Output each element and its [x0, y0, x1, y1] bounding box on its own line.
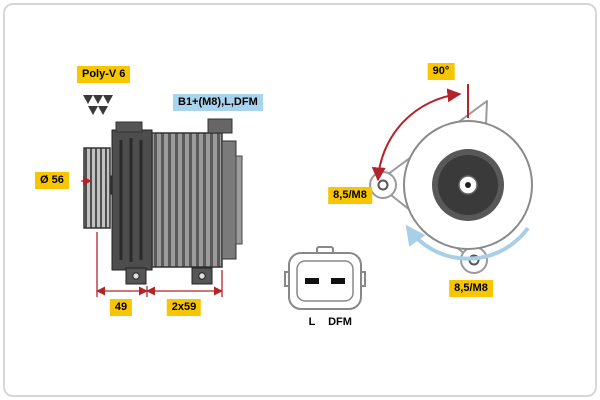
connector-pin-dfm-label: DFM: [328, 316, 352, 328]
front-top-lug: [115, 121, 143, 133]
dimension-lines: [81, 176, 223, 297]
dim-2x59-label: 2x59: [166, 299, 202, 316]
connector-pin-l: [305, 278, 319, 284]
mount-angle-label: 90°: [427, 63, 455, 80]
pulley-diameter-label: Ø 56: [35, 172, 69, 189]
rear-bracket: [221, 140, 237, 260]
connector-inner: [296, 260, 354, 302]
connector-pin-dfm: [331, 278, 345, 284]
rotation-direction-arrow: [405, 224, 530, 261]
connector-view: [284, 246, 366, 310]
alternator-side-view: [83, 95, 243, 285]
belt-type-label: Poly-V 6: [77, 66, 131, 83]
rear-cover: [235, 155, 243, 245]
mount-hole-left: [377, 179, 389, 191]
alternator-end-view: [369, 84, 533, 274]
terminal-spec-label: B1+(M8),L,DFM: [173, 94, 263, 111]
mount-hole-left-label: 8,5/M8: [328, 187, 372, 204]
pulley: [83, 147, 111, 229]
poly-v-belt-icon: [83, 95, 113, 115]
dim-49-label: 49: [109, 299, 133, 316]
stator-body: [151, 132, 223, 268]
angle-arc-90: [371, 88, 462, 182]
connector-pin-l-label: L: [308, 316, 316, 328]
mount-hole-bottom-label: 8,5/M8: [449, 280, 493, 297]
b1-terminal: [207, 118, 233, 134]
connector-outline: [288, 252, 362, 310]
